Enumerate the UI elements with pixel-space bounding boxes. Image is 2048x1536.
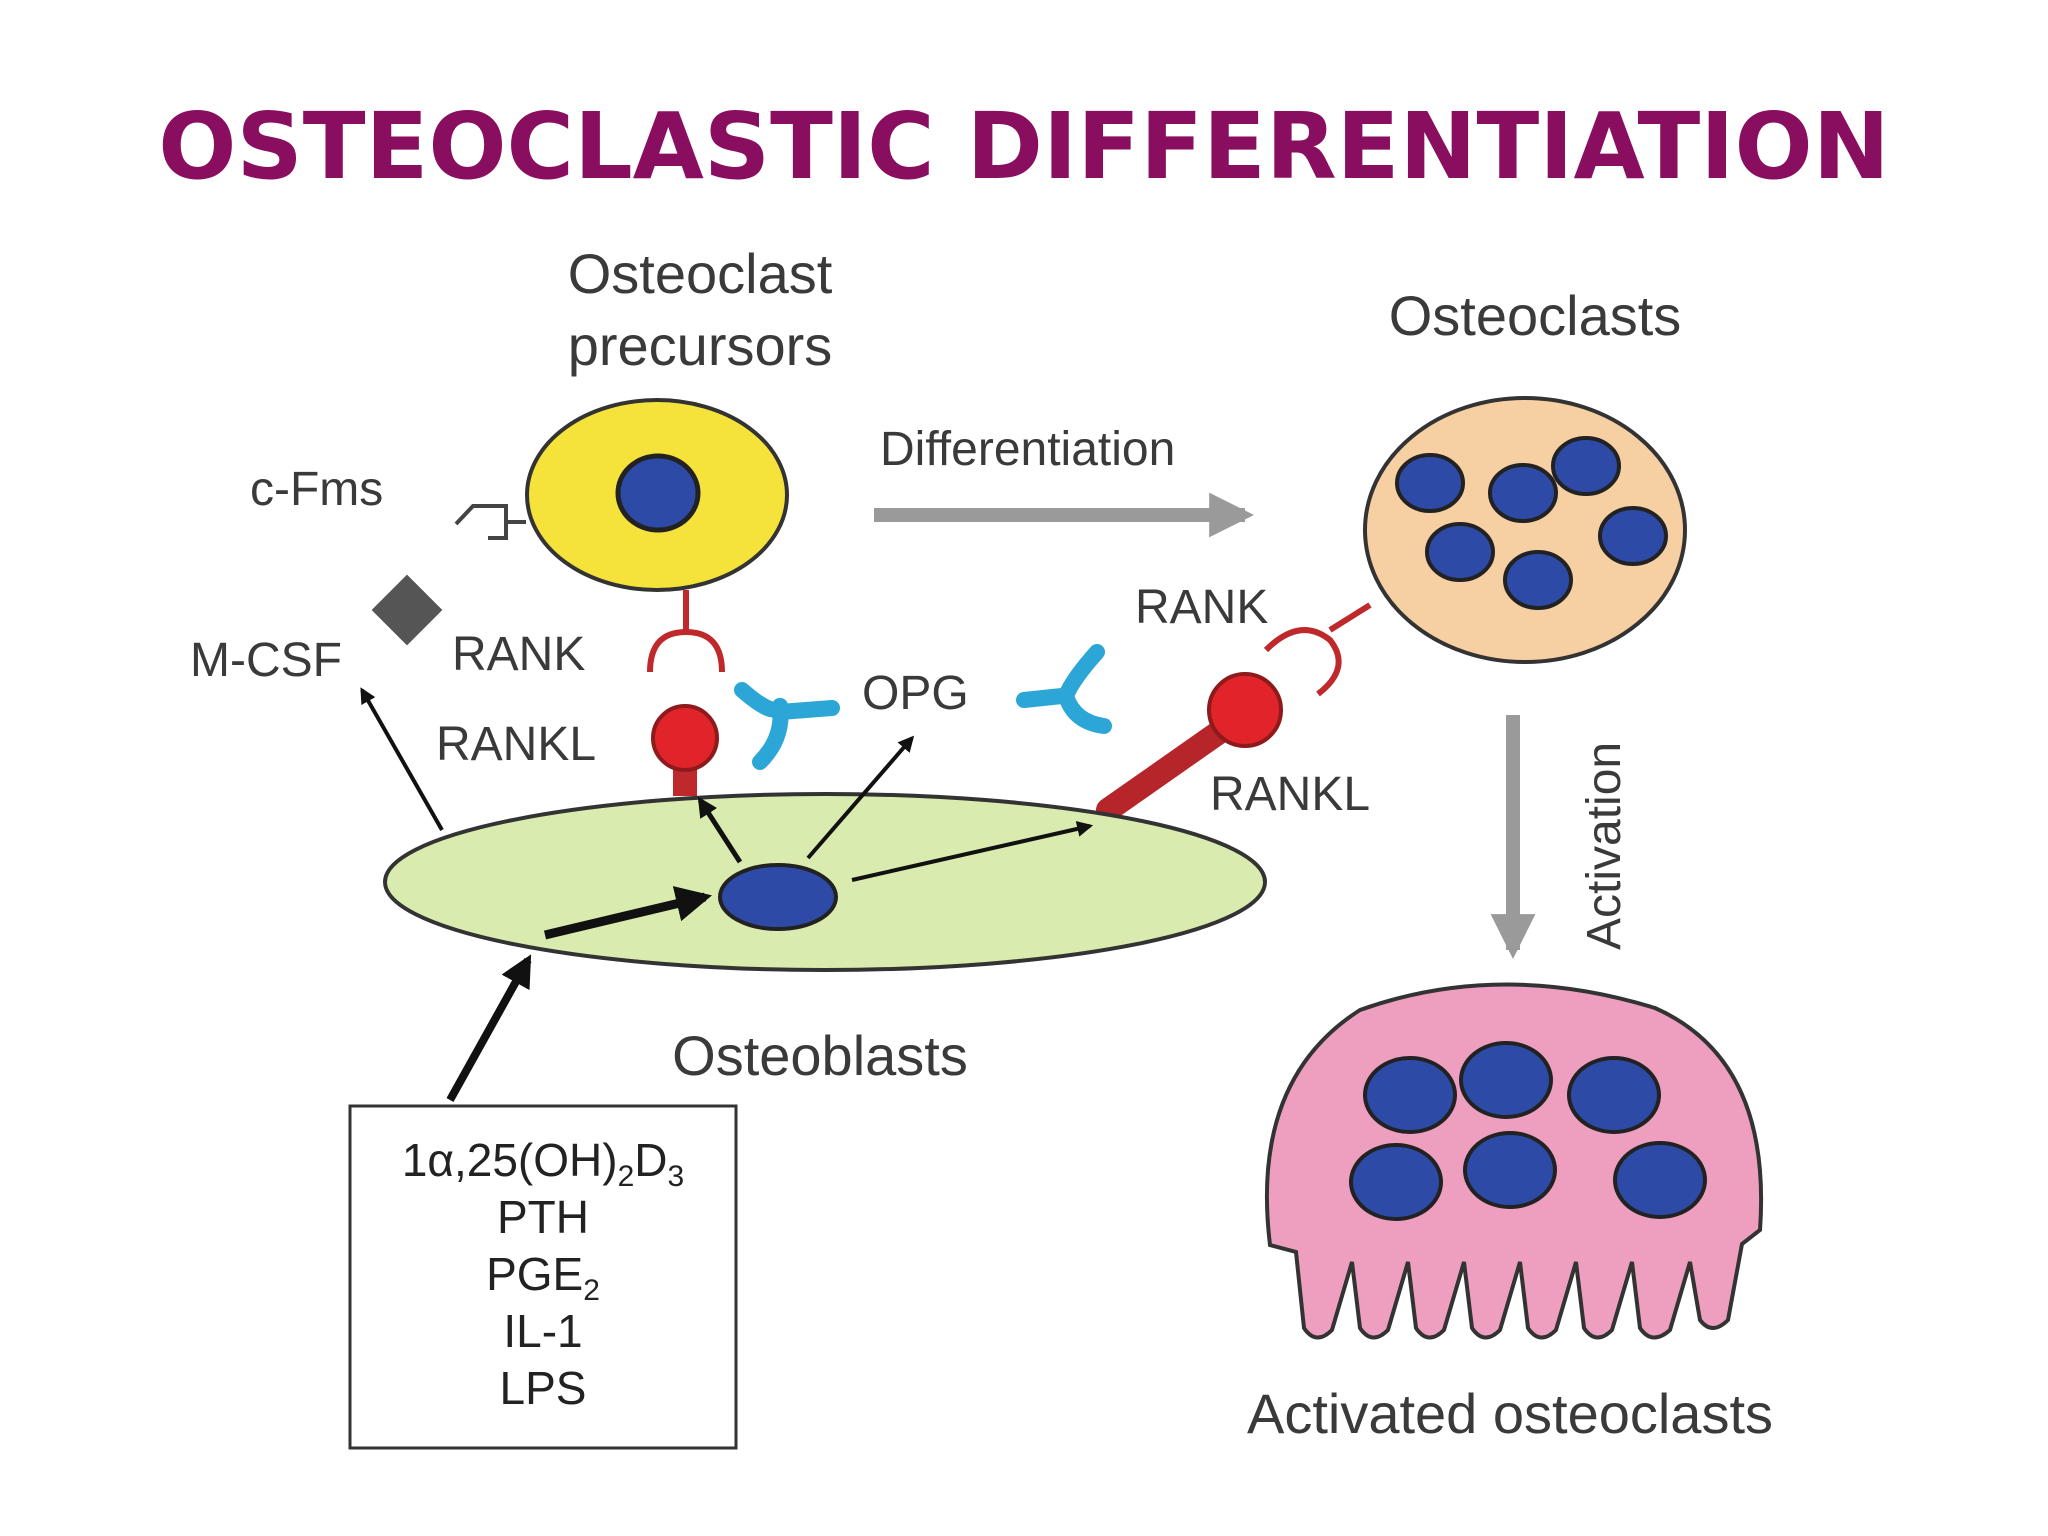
differentiation-label: Differentiation — [880, 423, 1175, 476]
rank-label-left: RANK — [452, 628, 585, 681]
page-title: OSTEOCLASTIC DIFFERENTIATION — [158, 93, 1889, 200]
osteoclasts-label: Osteoclasts — [1389, 284, 1682, 347]
rankl-expression-arrow — [697, 796, 743, 864]
activated-nucleus — [1363, 1056, 1457, 1134]
opg-label: OPG — [862, 667, 969, 720]
osteoclast-cell — [1363, 396, 1687, 664]
opg-secretion-arrow — [806, 735, 915, 860]
rankl-label-left: RANKL — [436, 718, 596, 771]
activation-label: Activation — [1578, 742, 1631, 950]
osteoclast-nucleus — [1598, 506, 1668, 566]
precursors-label-line2: precursors — [568, 314, 833, 377]
rank-receptor-right — [1263, 602, 1372, 697]
stimulus-il1: IL-1 — [503, 1305, 582, 1357]
m-csf-secretion-arrow — [360, 687, 444, 831]
stimulus-vitamin-d: 1α,25(OH)2D3 — [402, 1134, 684, 1193]
activated-nucleus — [1613, 1141, 1707, 1219]
precursor-nucleus — [615, 453, 701, 533]
rankl-label-right: RANKL — [1210, 768, 1370, 821]
osteoblasts-label: Osteoblasts — [672, 1024, 968, 1087]
precursors-label-line1: Osteoclast — [568, 242, 833, 305]
stimuli-box: 1α,25(OH)2D3 PTH PGE2 IL-1 LPS — [348, 1104, 738, 1450]
stimulus-lps: LPS — [500, 1362, 587, 1414]
activated-nucleus — [1567, 1056, 1661, 1134]
activated-nucleus — [1459, 1041, 1553, 1119]
m-csf-ligand — [371, 574, 443, 646]
rankl-ligand-right — [1096, 672, 1283, 822]
rankl-ligand-left — [651, 704, 719, 796]
activated-nucleus — [1349, 1143, 1443, 1221]
rankl-right-expression-arrow — [851, 821, 1094, 882]
stimulus-pth: PTH — [497, 1191, 589, 1243]
osteoclast-nucleus — [1503, 550, 1573, 610]
osteoblast-nucleus — [718, 863, 838, 931]
opg-right-icon — [1016, 644, 1112, 734]
osteoclast-nucleus — [1395, 453, 1465, 513]
rank-receptor-left — [647, 590, 725, 673]
osteoclast-nucleus — [1488, 463, 1558, 523]
activated-osteoclast-cell — [1264, 982, 1764, 1340]
stimuli-arrow — [446, 954, 532, 1102]
osteoclast-precursor-cell — [525, 398, 789, 592]
c-fms-label: c-Fms — [250, 463, 383, 516]
opg-left-icon — [734, 682, 840, 770]
stimulus-pge2: PGE2 — [486, 1248, 600, 1307]
osteoblast-cell — [383, 792, 1267, 972]
nucleus-signal-arrow — [543, 886, 713, 940]
m-csf-label: M-CSF — [190, 634, 342, 687]
c-fms-receptor — [454, 504, 526, 540]
activated-osteoclasts-label: Activated osteoclasts — [1247, 1382, 1773, 1445]
osteoclast-nucleus — [1551, 436, 1621, 496]
osteoclast-nucleus — [1425, 522, 1495, 582]
activated-nucleus — [1463, 1131, 1557, 1209]
rank-label-right: RANK — [1135, 581, 1268, 634]
